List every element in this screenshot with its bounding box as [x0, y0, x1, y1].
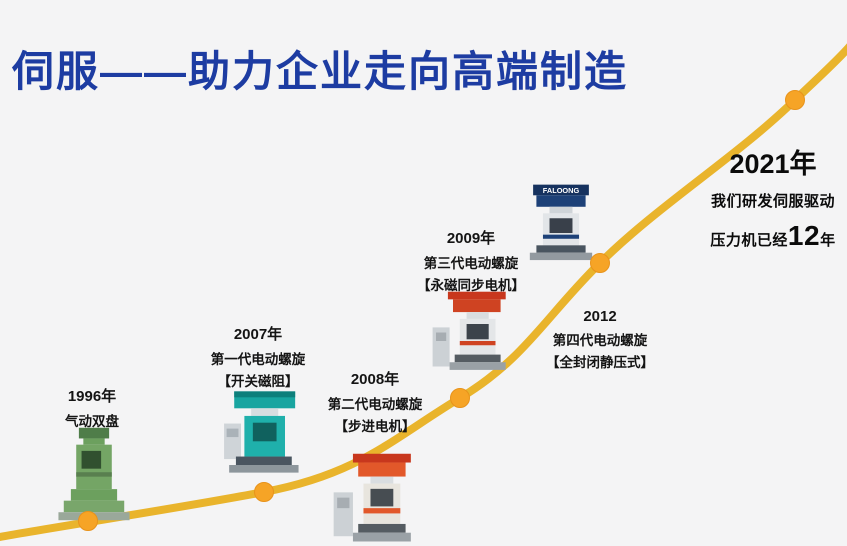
milestone-desc-2008-line2: 【步进电机】: [334, 419, 416, 435]
milestone-year-2007: 2007年: [233, 326, 283, 343]
milestone-dot-2008: [450, 388, 470, 408]
milestone-2021-callout: 2021年 我们研发伺服驱动 压力机已经12年: [698, 142, 847, 252]
machine-2012-servo-press-image: FALOONG: [518, 183, 604, 265]
callout-line2-prefix: 压力机已经: [710, 232, 788, 249]
milestone-year-2008: 2008年: [350, 371, 400, 388]
milestone-desc-2012-line1: 第四代电动螺旋: [552, 333, 648, 348]
milestone-label-2008: 2008年 第二代电动螺旋 【步进电机】: [310, 368, 440, 439]
milestone-desc-2007-line2: 【开关磁阻】: [217, 374, 299, 390]
page-title: 伺服——助力企业走向高端制造: [12, 48, 629, 95]
milestone-desc-2012-line2: 【全封闭静压式】: [546, 355, 654, 371]
milestone-label-2009: 2009年 第三代电动螺旋 【永磁同步电机】: [400, 227, 542, 298]
machine-brand-text: FALOONG: [543, 186, 580, 195]
milestone-desc-2008-line1: 第二代电动螺旋: [327, 397, 423, 412]
callout-year: 2021年: [729, 149, 817, 179]
machine-2007-switched-reluctance-press-image: [215, 388, 311, 476]
milestone-dot-1996: [78, 511, 98, 531]
milestone-label-2007: 2007年 第一代电动螺旋 【开关磁阻】: [190, 323, 326, 394]
milestone-dot-2021: [785, 90, 805, 110]
milestone-desc-2009-line2: 【永磁同步电机】: [417, 278, 525, 294]
callout-line2: 压力机已经12年: [698, 220, 847, 252]
milestone-desc-1996: 气动双盘: [65, 414, 119, 429]
milestone-desc-2007-line1: 第一代电动螺旋: [210, 352, 306, 367]
machine-2008-stepper-motor-press-image: [328, 452, 420, 545]
milestone-desc-2009-line1: 第三代电动螺旋: [423, 256, 519, 271]
milestone-year-2012: 2012: [583, 308, 617, 325]
milestone-label-2012: 2012 第四代电动螺旋 【全封闭静压式】: [533, 308, 667, 375]
milestone-dot-2012: [590, 253, 610, 273]
callout-years-number: 12: [787, 220, 821, 251]
callout-line2-suffix: 年: [820, 232, 836, 249]
milestone-label-1996: 1996年 气动双盘: [36, 385, 148, 433]
milestone-year-1996: 1996年: [67, 388, 117, 405]
milestone-dot-2007: [254, 482, 274, 502]
machine-1996-pneumatic-press-image: [50, 426, 138, 522]
milestone-year-2009: 2009年: [446, 230, 496, 247]
machine-2009-pm-synchronous-press-image: [425, 290, 515, 375]
callout-line1: 我们研发伺服驱动: [710, 193, 835, 210]
